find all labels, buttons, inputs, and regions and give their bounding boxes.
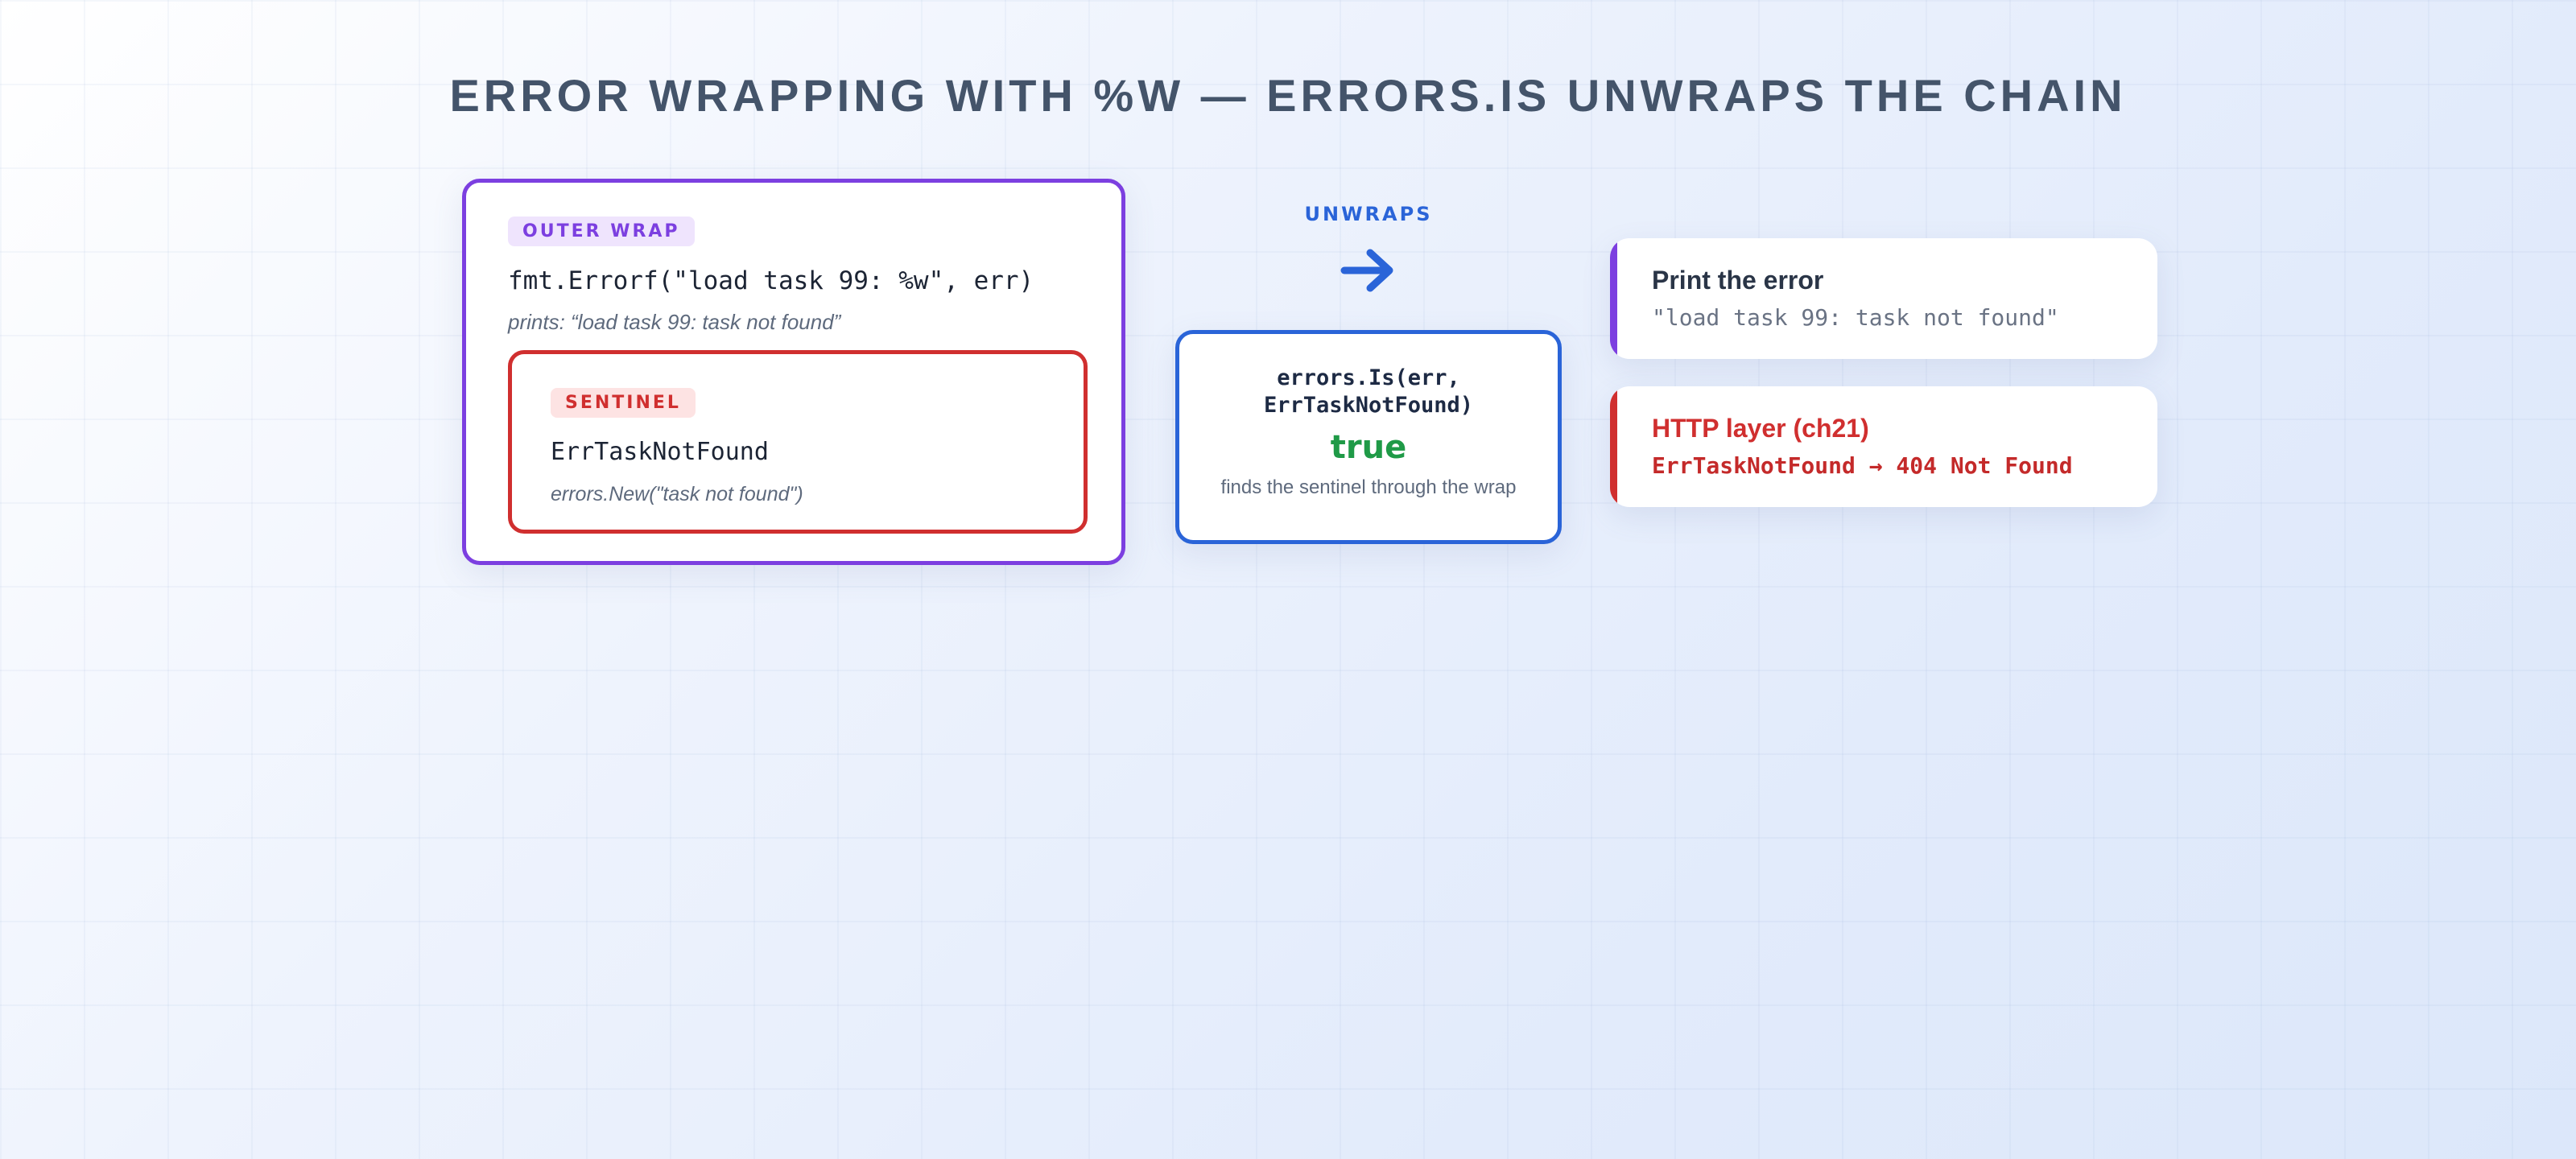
print-error-title: Print the error bbox=[1652, 266, 1824, 295]
sentinel-box: SENTINEL ErrTaskNotFound errors.New("tas… bbox=[508, 350, 1088, 534]
sentinel-badge: SENTINEL bbox=[551, 388, 696, 418]
http-layer-title: HTTP layer (ch21) bbox=[1652, 414, 1869, 443]
diagram-title: ERROR WRAPPING WITH %W — ERRORS.IS UNWRA… bbox=[449, 70, 2127, 121]
http-layer-detail: ErrTaskNotFound → 404 Not Found bbox=[1652, 452, 2073, 479]
errors-is-result: true bbox=[1330, 429, 1407, 466]
outer-wrap-box: OUTER WRAP fmt.Errorf("load task 99: %w"… bbox=[462, 179, 1125, 565]
errors-is-code-line2: ErrTaskNotFound) bbox=[1263, 393, 1474, 418]
sentinel-code: errors.New("task not found") bbox=[551, 483, 803, 505]
outer-wrap-prints: prints: “load task 99: task not found” bbox=[508, 310, 841, 334]
errors-is-box: errors.Is(err, ErrTaskNotFound) true fin… bbox=[1175, 330, 1562, 544]
sentinel-name: ErrTaskNotFound bbox=[551, 438, 769, 466]
errors-is-description: finds the sentinel through the wrap bbox=[1220, 476, 1517, 498]
outer-wrap-code: fmt.Errorf("load task 99: %w", err) bbox=[508, 266, 1034, 295]
errors-is-code: errors.Is(err, ErrTaskNotFound) bbox=[1179, 365, 1558, 419]
arrow-right-icon bbox=[1340, 249, 1393, 292]
unwraps-label: UNWRAPS bbox=[1304, 203, 1433, 225]
print-error-detail: "load task 99: task not found" bbox=[1652, 304, 2059, 331]
http-layer-card: HTTP layer (ch21) ErrTaskNotFound → 404 … bbox=[1610, 386, 2157, 507]
print-error-card: Print the error "load task 99: task not … bbox=[1610, 238, 2157, 359]
outer-wrap-badge: OUTER WRAP bbox=[508, 217, 695, 246]
errors-is-code-line1: errors.Is(err, bbox=[1277, 365, 1460, 390]
